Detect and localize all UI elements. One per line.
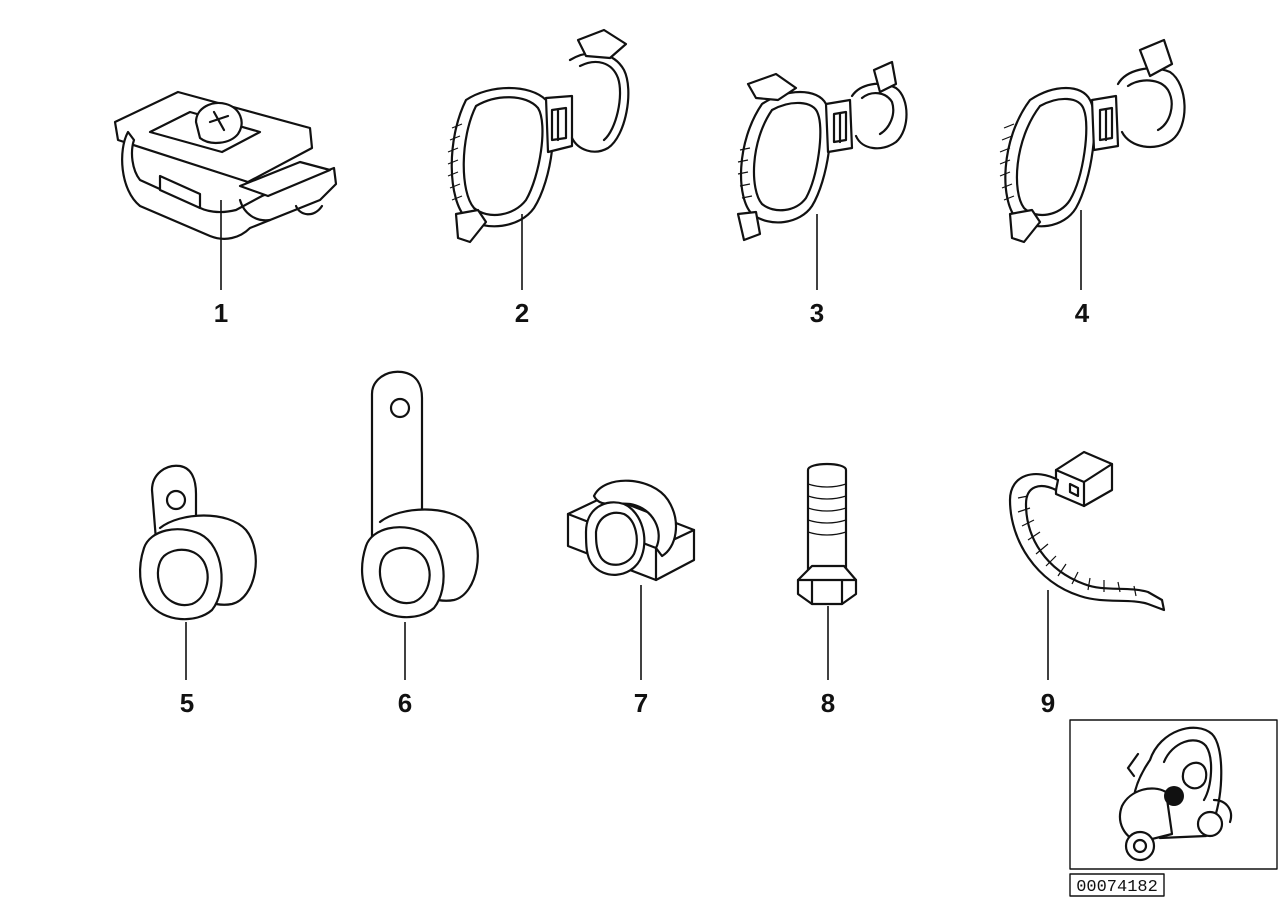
part-3-drawing: [736, 60, 908, 290]
part-label-4: 4: [1075, 298, 1090, 328]
part-9-drawing: [1008, 450, 1166, 680]
part-5-drawing: [138, 464, 257, 680]
part-label-2: 2: [515, 298, 529, 328]
part-1-drawing: [113, 90, 338, 290]
diagram-code: 00074182: [1076, 878, 1158, 897]
part-label-9: 9: [1041, 688, 1055, 718]
part-label-5: 5: [180, 688, 194, 718]
part-7-drawing: [566, 479, 696, 680]
location-marker: [1164, 786, 1184, 806]
scooter-icon: [1118, 726, 1233, 862]
part-6-drawing: [360, 370, 479, 680]
part-label-3: 3: [810, 298, 824, 328]
diagram-code-box: 00074182: [1069, 873, 1165, 897]
vehicle-locator-inset: [1069, 719, 1278, 870]
part-label-6: 6: [398, 688, 412, 718]
part-label-1: 1: [214, 298, 228, 328]
part-4-drawing: [999, 38, 1186, 290]
part-label-8: 8: [821, 688, 835, 718]
part-label-7: 7: [634, 688, 648, 718]
part-8-drawing: [796, 462, 858, 680]
part-2-drawing: [447, 28, 630, 290]
